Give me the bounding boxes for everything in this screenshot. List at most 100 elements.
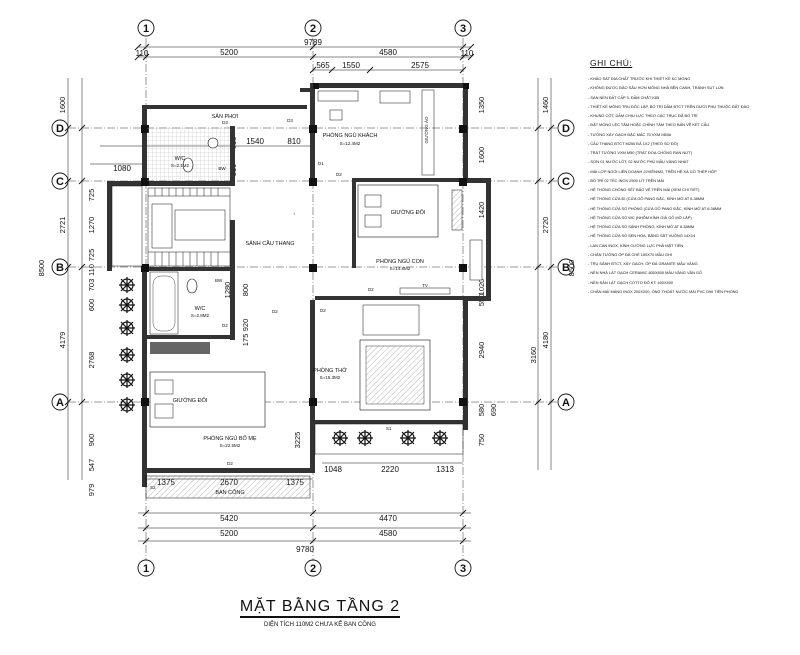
dim-right-inner-8: 580 (477, 404, 486, 417)
room-ngu-con: PHÒNG NGỦ CON (376, 258, 424, 265)
dim-right-outer-1: 1460 (541, 97, 550, 114)
notes-panel: GHI CHÚ: - KHẢO SÁT ĐỊA CHẤT TRƯỚC KHI T… (588, 58, 798, 296)
tag-d2-b: D2 (368, 287, 374, 292)
axis-bubble-col-3: 3 (454, 19, 472, 37)
dim-mid-810: 810 (287, 137, 301, 146)
svg-text:B: B (562, 262, 570, 274)
svg-text:C: C (56, 176, 64, 188)
notes-list: - KHẢO SÁT ĐỊA CHẤT TRƯỚC KHI THIẾT KẾ K… (588, 74, 798, 296)
dim-right-inner-9: 690 (489, 404, 498, 417)
pillow-bo-me-1 (154, 379, 174, 395)
dim-right-outer-4: 8500 (567, 260, 576, 277)
tv-cabinet (399, 287, 451, 295)
dim-top-seg-1: 5200 (220, 48, 238, 57)
dim-top-stub-right: 110 (461, 49, 474, 58)
pillow-con-2 (364, 214, 382, 228)
dim-left-inner-1: 725 (87, 189, 96, 202)
wc1-toilet-icon (182, 157, 194, 173)
room-san-phoi: SÂN PHƠI (212, 113, 239, 120)
dim-right-inner-4: 1020 (477, 279, 486, 296)
axis-bubble-row-c-left: C (51, 172, 69, 190)
dim-bottom-room-1: 1048 (324, 465, 342, 474)
wc1-tiles (147, 127, 230, 181)
svg-text:A: A (562, 397, 570, 409)
dim-top-sub-2: 1550 (342, 61, 360, 70)
room-wc-1: W/C (175, 156, 186, 162)
tag-d2-a: D2 (336, 172, 342, 177)
tv-label: TV (422, 283, 428, 288)
dim-right-inner-1: 1350 (477, 97, 486, 114)
tag-d3-a: D3 (287, 118, 293, 123)
desk-con (469, 239, 483, 281)
wardrobe-khach (421, 89, 435, 176)
altar-top (362, 304, 420, 336)
note-item: - BỒ TRÍ 02 TÉC INOX 2500 LÍT TRÊN MÁI (588, 177, 665, 183)
axis-bubble-row-a-right: A (557, 393, 575, 411)
page-subtitle: DIỆN TÍCH 110M2 CHƯA KỂ BAN CÔNG (264, 622, 376, 628)
page-title: MẶT BẰNG TẦNG 2 (200, 598, 440, 618)
guong-ao-label: GIƯỜNG ÁO (423, 116, 429, 143)
dim-top-sub-3: 2575 (411, 61, 429, 70)
dim-bottom-mid-2: 4470 (379, 514, 397, 523)
pillow-con-1 (364, 194, 382, 208)
altar-carpet-pattern (365, 345, 425, 405)
tag-bw-1: BW (218, 166, 226, 171)
axis-bubble-row-b-right: B (557, 258, 575, 276)
bathtub-inner (152, 275, 176, 332)
dim-right-inner-2: 1600 (477, 147, 486, 164)
dim-mid-175: 175 (241, 334, 250, 347)
dim-left-inner-10: 979 (87, 484, 96, 497)
note-item: - SƠN 01 NƯỚC LÓT, 02 NƯỚC PHỦ MẦU VÀNG … (588, 159, 689, 165)
note-item: - CHÂN TƯỜNG ỐP ĐÁ CHẺ 100X70 MẦU GHI (588, 251, 672, 257)
room-wc-2-area: S=2.8M2 (191, 313, 210, 318)
room-ngu-khach: PHÒNG NGỦ KHÁCH (323, 132, 378, 139)
tag-d2-d: D2 (272, 309, 278, 314)
note-item: - HỆ THỐNG CỬA SỔ SEN HOA, BẰNG SẮT VUÔN… (588, 233, 696, 239)
dim-mid-1280: 1280 (223, 282, 232, 299)
plant-icons (119, 277, 448, 446)
svg-text:C: C (562, 176, 570, 188)
svg-text:3: 3 (460, 563, 466, 575)
tag-s2: S2 (150, 485, 156, 490)
dimension-ticks (64, 43, 555, 545)
svg-text:1: 1 (143, 563, 149, 575)
bed-label-con: GIƯỜNG ĐÔI (391, 209, 426, 216)
note-item: - SAN NỀN ĐẤT CẤP 3, ĐẦM CHẶT K85 (588, 94, 660, 100)
axis-bubble-col-3-bottom: 3 (454, 559, 472, 577)
dim-right-inner-3: 1420 (477, 202, 486, 219)
axis-bubble-row-d-right: D (557, 119, 575, 137)
dim-mid-1540: 1540 (246, 137, 264, 146)
dim-bottom-seg-2: 4580 (379, 529, 397, 538)
note-item: - MÁI LỢP NGÓI LIÊN DOANH 22VIÊN/M2, TRÊ… (588, 168, 717, 174)
note-item: - TRÁT TƯỜNG VXM M50 (TRÁT ĐOẠ CHỐNG RẠN… (588, 150, 693, 155)
dim-mid-920: 920 (241, 319, 250, 332)
dim-mid-800: 800 (241, 284, 250, 297)
tag-d2-e: D2 (320, 308, 326, 313)
dim-left-outer-3: 4179 (58, 332, 67, 349)
bathtub (149, 271, 179, 335)
note-item: - HỆ THỐNG CỬA SỔ PHÒNG (CỬA GỖ PANO ĐẶC… (588, 205, 722, 211)
dim-left-inner-4: 110 (87, 264, 96, 276)
note-item: - KHẢO SÁT ĐỊA CHẤT TRƯỚC KHI THIẾT KẾ K… (588, 76, 691, 81)
svg-text:2: 2 (310, 563, 316, 575)
columns (141, 83, 469, 406)
wardrobe-bo-me (150, 342, 210, 354)
note-item: - ĐẶT MÓNG LỆC TÂM HOẶC CHÍNH TÂM THEO B… (588, 122, 710, 128)
room-wc-2: W/C (195, 306, 206, 312)
svg-text:1: 1 (143, 23, 149, 35)
dim-left-outer-2: 2721 (58, 217, 67, 234)
svg-text:2: 2 (310, 23, 316, 35)
note-item: - NỀN SÂN LÁT GẠCH COTTO ĐỎ KT: 400X400 (588, 279, 674, 285)
wc2-toilet-icon (186, 278, 198, 294)
svg-text:D: D (56, 123, 64, 135)
dim-right-inner-10: 750 (477, 434, 486, 447)
title-block: MẶT BẰNG TẦNG 2 DIỆN TÍCH 110M2 CHƯA KỂ … (200, 598, 440, 628)
dim-left-inner-5: 703 (87, 279, 96, 292)
note-item: - HỆ THỐNG CHỐNG SÉT BẢO VỆ TRÊN MÁI (XE… (588, 187, 700, 192)
room-ngu-bo-me-area: S=22.5M2 (220, 443, 241, 448)
dim-bottom-room-3: 1313 (436, 465, 454, 474)
bed-label-bo-me: GIƯỜNG ĐÔI (173, 397, 208, 404)
dim-left-inner-2: 1270 (87, 217, 96, 234)
dim-left-inner-8: 900 (87, 434, 96, 447)
room-ngu-bo-me: PHÒNG NGỦ BỐ MẸ (203, 435, 257, 442)
